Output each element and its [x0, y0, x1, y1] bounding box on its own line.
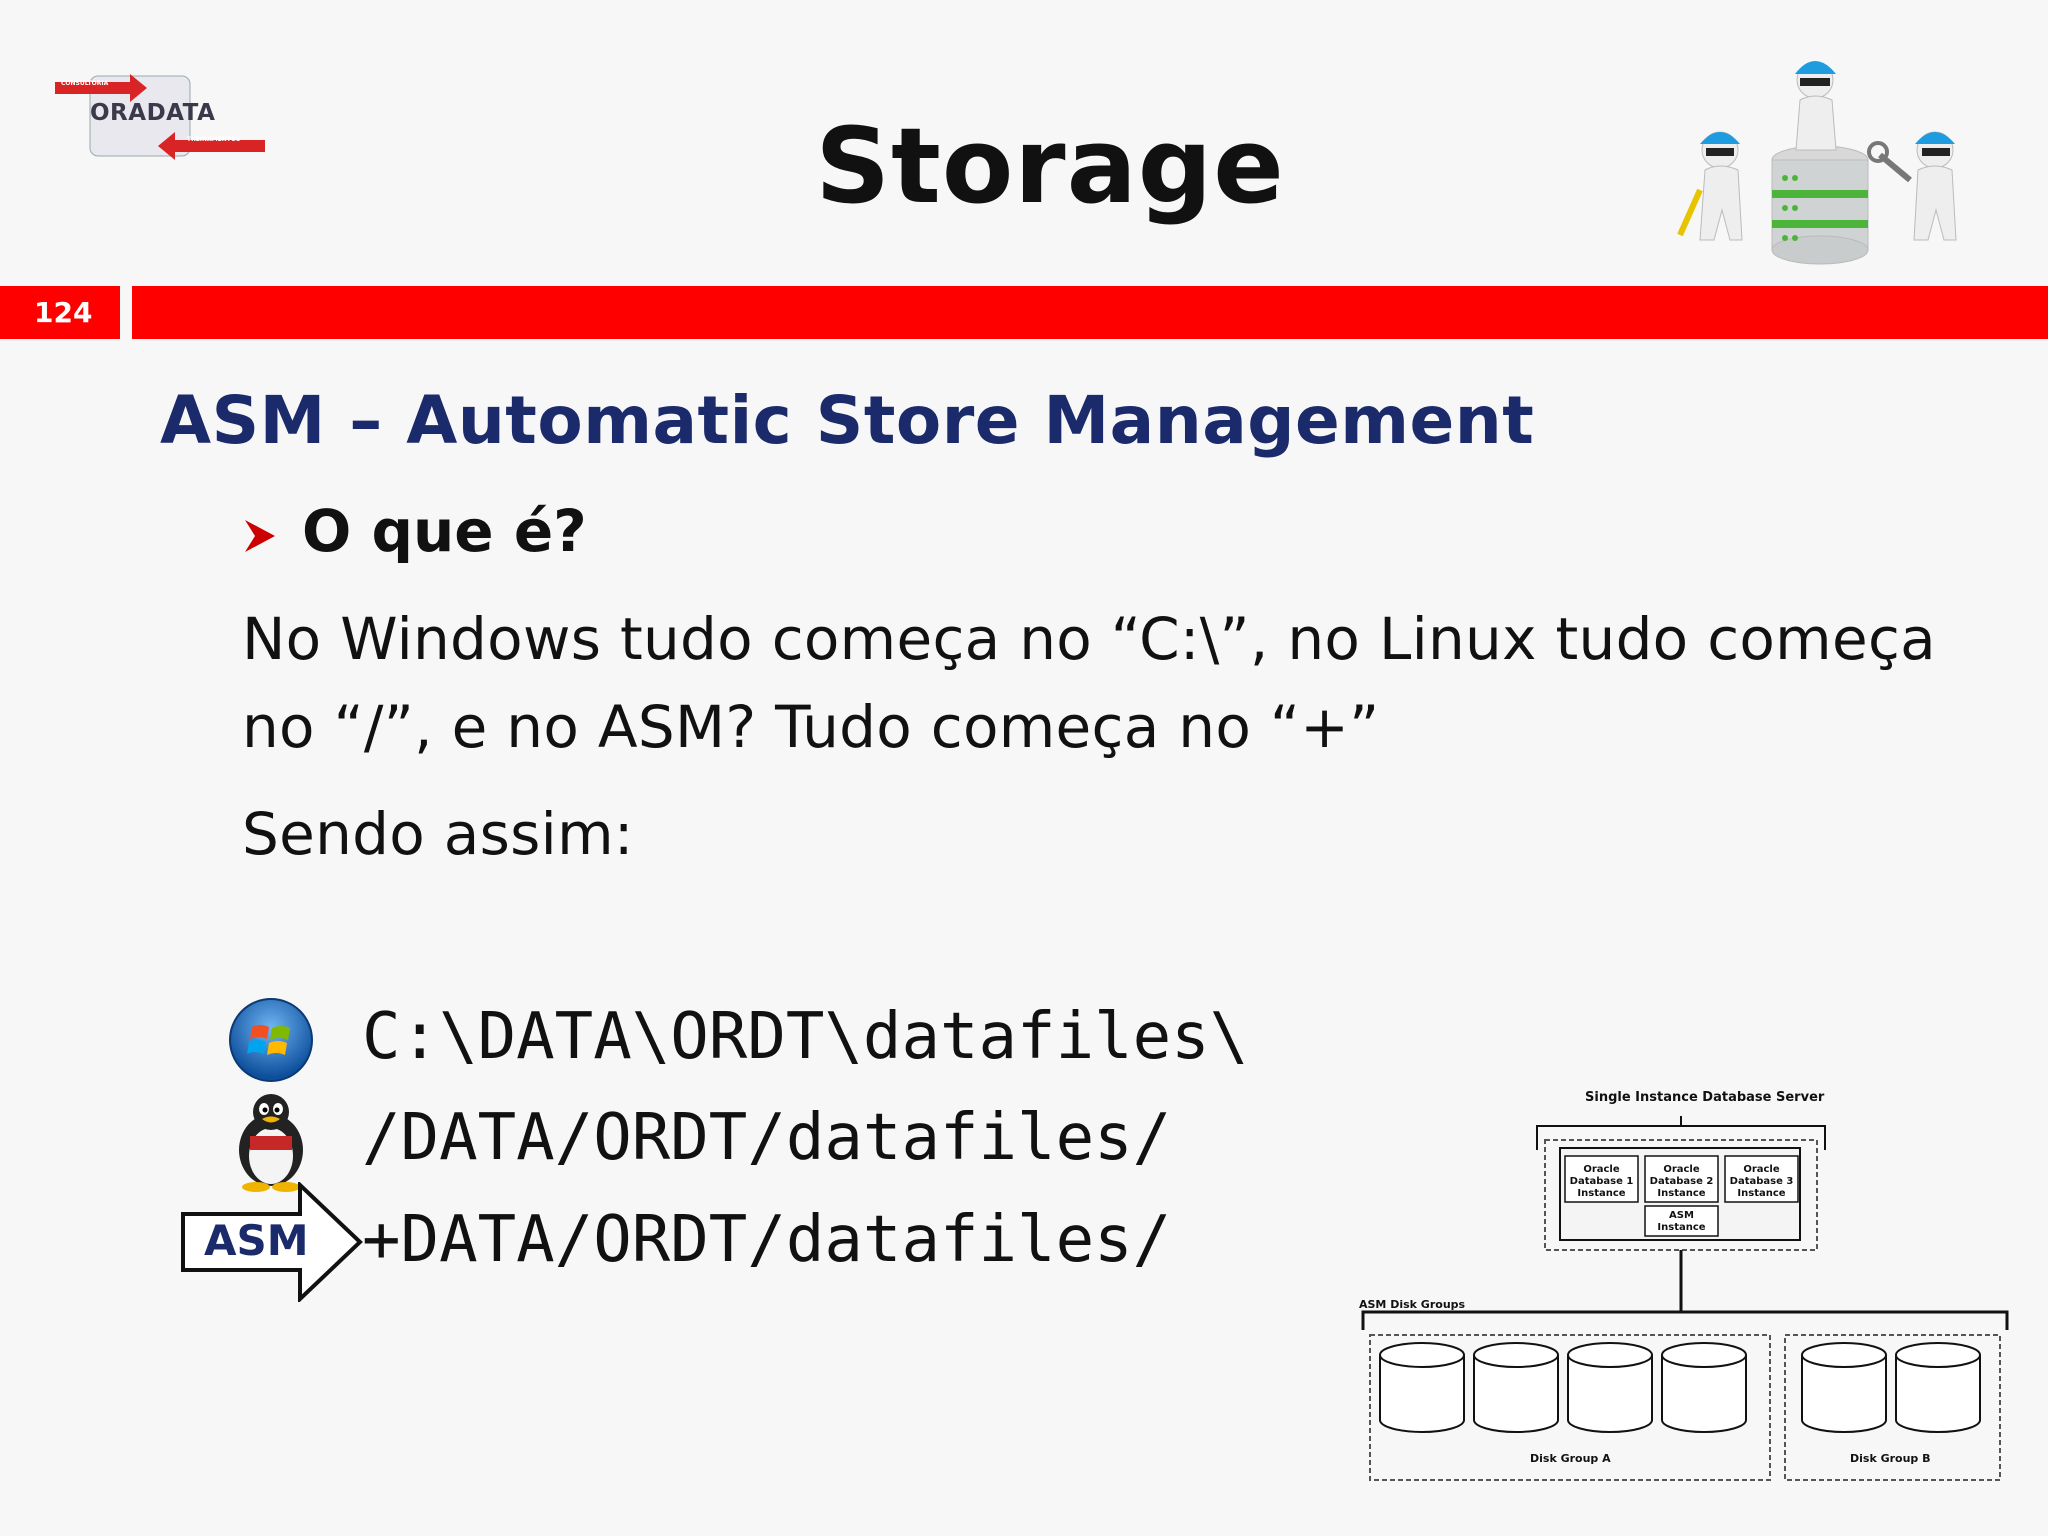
header-red-band	[132, 286, 2048, 339]
paragraph-line-2: no “/”, e no ASM? Tudo começa no “+”	[242, 693, 1380, 761]
logo-text: ORADATA	[90, 100, 216, 126]
disk-group-b-label: Disk Group B	[1850, 1452, 1931, 1465]
oradata-logo: CONSULTORIA ORADATA TREINAMENTOS	[55, 68, 265, 170]
logo-tag-top: CONSULTORIA	[61, 80, 109, 87]
windows-path: C:\DATA\ORDT\datafiles\	[362, 1000, 1249, 1074]
paragraph-line-3: Sendo assim:	[242, 800, 634, 868]
asm-instance: ASM Instance	[1657, 1210, 1706, 1233]
bullet-arrow-icon	[245, 520, 275, 552]
section-heading: ASM – Automatic Store Management	[160, 382, 1535, 459]
linux-path: /DATA/ORDT/datafiles/	[362, 1101, 1172, 1175]
asm-path: +DATA/ORDT/datafiles/	[362, 1203, 1172, 1277]
windows-logo-icon	[229, 998, 313, 1082]
instance-1: Oracle Database 1 Instance	[1569, 1164, 1634, 1199]
logo-graphic	[55, 74, 265, 160]
bullet-question: O que é?	[302, 497, 587, 565]
instance-3: Oracle Database 3 Instance	[1729, 1164, 1794, 1199]
paragraph-line-1: No Windows tudo começa no “C:\”, no Linu…	[242, 605, 1936, 673]
asm-label: ASM	[204, 1216, 309, 1265]
asm-arrow-label: ASM	[180, 1182, 365, 1302]
server-title: Single Instance Database Server	[1585, 1090, 1825, 1105]
linux-tux-icon	[239, 1094, 303, 1192]
instance-2: Oracle Database 2 Instance	[1649, 1164, 1714, 1199]
disk-groups-label: ASM Disk Groups	[1359, 1298, 1466, 1311]
disk-group-a-label: Disk Group A	[1530, 1452, 1611, 1465]
page-number: 124	[0, 286, 120, 339]
asm-arrow-shape	[181, 1182, 363, 1302]
asm-architecture-diagram: Single Instance Database Server Oracle D…	[1355, 1080, 2015, 1490]
slide-title: Storage	[815, 105, 1285, 227]
diagram-graphic	[1361, 1116, 2009, 1481]
logo-tag-bottom: TREINAMENTOS	[187, 136, 241, 143]
database-engineers-illustration	[1677, 61, 1957, 265]
